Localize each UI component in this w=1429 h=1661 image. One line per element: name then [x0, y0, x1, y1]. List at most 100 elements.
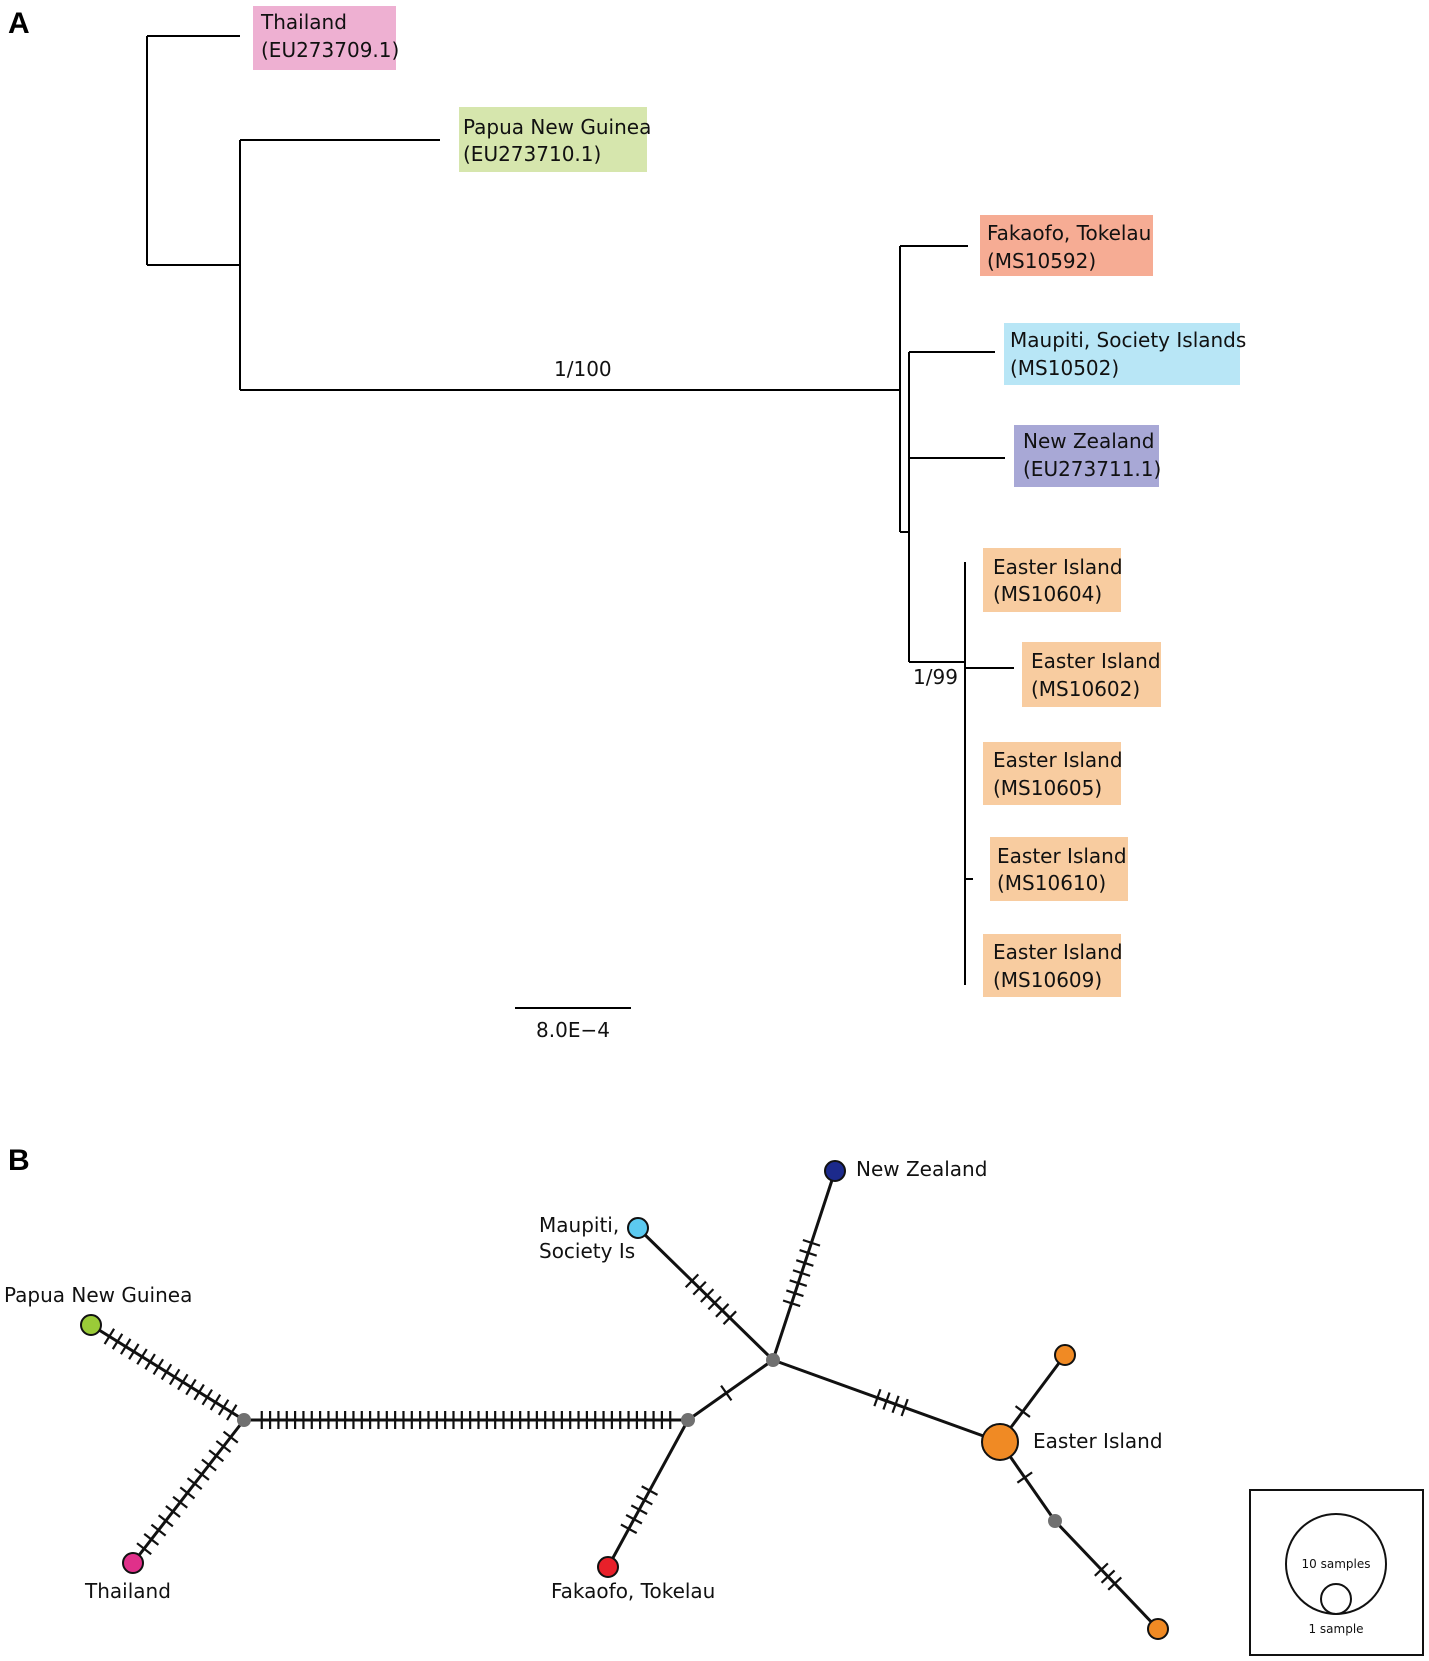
mutation-tick	[152, 1358, 165, 1376]
mutation-tick	[802, 1238, 821, 1247]
mutation-tick	[700, 1288, 715, 1303]
haplotype-node-new-zealand	[824, 1160, 846, 1182]
tip-label-easter-island-ms10609: Easter Island (MS10609)	[983, 934, 1123, 997]
mutation-tick	[891, 1395, 900, 1414]
tip-label-place: Maupiti, Society Islands	[1010, 328, 1246, 352]
network-edge	[1053, 1519, 1160, 1631]
mutation-tick	[226, 1404, 238, 1421]
tip-label-accession: (MS10609)	[993, 968, 1102, 992]
panel-a-letter: A	[8, 7, 30, 40]
tip-label-maupiti: Maupiti, Society Islands (MS10502)	[1004, 323, 1246, 385]
haplotype-node-fakaofo	[597, 1556, 619, 1578]
mutation-tick	[157, 1514, 174, 1528]
mutation-tick	[111, 1333, 124, 1350]
mutation-tick	[715, 1303, 730, 1318]
network-edge	[90, 1323, 245, 1422]
mutation-tick	[625, 1513, 643, 1525]
tip-label-place: Easter Island	[993, 748, 1123, 772]
network-edge	[606, 1419, 690, 1568]
mutation-tick	[222, 1430, 239, 1444]
network-label-new-zealand: New Zealand	[856, 1157, 987, 1181]
mutation-tick	[630, 1504, 648, 1515]
mutation-tick	[179, 1486, 196, 1500]
tip-label-place: Fakaofo, Tokelau	[987, 221, 1151, 245]
support-value-easter: 1/99	[913, 665, 958, 689]
mutation-tick	[1016, 1471, 1033, 1484]
tip-label-place: Thailand	[260, 10, 347, 34]
network-label-papua-new-guinea: Papua New Guinea	[4, 1283, 192, 1307]
tip-label-papua-new-guinea: Papua New Guinea (EU273710.1)	[459, 107, 651, 172]
mutation-tick	[160, 1363, 173, 1381]
mutation-tick	[215, 1440, 232, 1453]
tip-label-easter-island-ms10610: Easter Island (MS10610)	[990, 837, 1128, 901]
mutation-tick	[692, 1280, 707, 1296]
mutation-tick	[882, 1392, 891, 1410]
tip-label-place: Easter Island	[997, 844, 1127, 868]
legend-small-label: 1 sample	[1308, 1622, 1363, 1636]
mutation-tick	[144, 1353, 156, 1370]
tip-label-easter-island-ms10602: Easter Island (MS10602)	[1022, 642, 1161, 707]
mutation-tick	[128, 1343, 140, 1360]
mutation-tick	[208, 1449, 225, 1463]
network-label-maupiti: Maupiti,	[539, 1213, 619, 1237]
tip-label-box	[983, 548, 1121, 612]
mutation-tick	[165, 1505, 181, 1518]
mutation-tick	[172, 1495, 188, 1509]
median-vector-node	[681, 1413, 695, 1427]
mutation-tick	[620, 1523, 638, 1535]
mutation-tick	[136, 1542, 152, 1556]
network-edge	[131, 1419, 246, 1564]
haplotype-node-maupiti	[627, 1217, 649, 1239]
mutation-tick	[792, 1269, 811, 1277]
mutation-tick	[201, 1388, 213, 1406]
network-edge	[771, 1170, 837, 1361]
mutation-tick	[635, 1494, 653, 1506]
tip-label-place: Easter Island	[993, 555, 1123, 579]
mutation-tick	[143, 1533, 160, 1546]
tip-label-accession: (MS10605)	[993, 776, 1102, 800]
mutation-tick	[217, 1399, 230, 1416]
legend-circle-small	[1320, 1583, 1352, 1615]
mutation-tick	[186, 1477, 203, 1491]
haplotype-node-easter-island-upper	[1054, 1344, 1076, 1366]
legend-box	[1249, 1489, 1424, 1656]
tip-label-place: Easter Island	[1031, 649, 1161, 673]
tip-label-accession: (MS10604)	[993, 582, 1102, 606]
haplotype-node-thailand	[122, 1552, 144, 1574]
mutation-tick	[185, 1378, 197, 1396]
mutation-tick	[641, 1485, 659, 1496]
mutation-tick	[900, 1398, 909, 1417]
support-value-main: 1/100	[554, 357, 612, 381]
mutation-tick	[119, 1338, 132, 1355]
tip-label-accession: (MS10502)	[1010, 356, 1119, 380]
tip-label-accession: (MS10602)	[1031, 677, 1140, 701]
haplotype-node-easter-island-main	[981, 1423, 1019, 1461]
mutation-tick	[782, 1299, 801, 1308]
mutation-tick	[707, 1295, 722, 1311]
tip-label-box	[1014, 425, 1159, 487]
mutation-tick	[103, 1328, 116, 1345]
network-label-thailand: Thailand	[84, 1579, 171, 1603]
mutation-tick	[684, 1273, 700, 1289]
mutation-tick	[209, 1394, 222, 1411]
median-vector-node	[237, 1413, 251, 1427]
tip-label-accession: (EU273710.1)	[463, 142, 601, 166]
mutation-tick	[720, 1385, 733, 1401]
mutation-tick	[1100, 1569, 1116, 1584]
median-vector-node	[1048, 1514, 1062, 1528]
tip-label-place: Papua New Guinea	[463, 115, 651, 139]
network-edge	[636, 1226, 775, 1362]
haplotype-node-easter-island-lower	[1147, 1618, 1169, 1640]
tip-label-box	[253, 6, 396, 70]
mutation-tick	[722, 1310, 737, 1325]
tip-label-place: Easter Island	[993, 940, 1123, 964]
mutation-tick	[789, 1279, 808, 1287]
median-vector-node	[766, 1353, 780, 1367]
tip-label-box	[983, 742, 1121, 805]
tip-label-box	[990, 837, 1128, 901]
network-label-fakaofo: Fakaofo, Tokelau	[551, 1579, 715, 1603]
mutation-tick	[799, 1249, 818, 1257]
mutation-tick	[873, 1388, 882, 1407]
mutation-tick	[136, 1348, 148, 1365]
